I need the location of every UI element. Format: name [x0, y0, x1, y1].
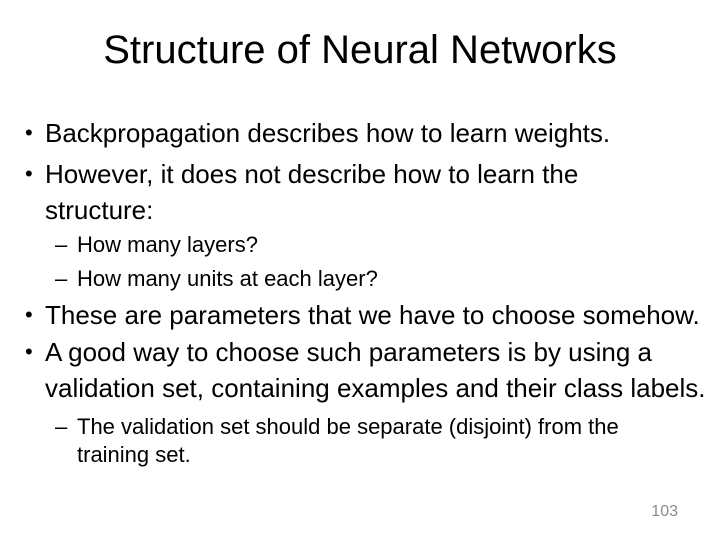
bullet-item: • These are parameters that we have to c…	[0, 297, 720, 333]
sub-bullet-item: – The validation set should be separate …	[0, 413, 720, 469]
bullet-dot-icon: •	[25, 339, 33, 364]
bullet-line: These are parameters that we have to cho…	[45, 300, 700, 330]
bullet-dot-icon: •	[25, 161, 33, 186]
sub-bullet-item: – How many layers?	[0, 230, 720, 260]
bullet-line: The validation set should be separate (d…	[77, 414, 619, 439]
bullet-line: However, it does not describe how to lea…	[45, 159, 579, 189]
bullet-line: How many units at each layer?	[77, 266, 378, 291]
bullet-line: How many layers?	[77, 232, 258, 257]
bullet-dash-icon: –	[55, 232, 68, 257]
bullet-line: validation set, containing examples and …	[45, 373, 706, 403]
sub-bullet-item: – How many units at each layer?	[0, 264, 720, 294]
bullet-item: • Backpropagation describes how to learn…	[0, 115, 720, 151]
bullet-dot-icon: •	[25, 120, 33, 145]
bullet-item: • However, it does not describe how to l…	[0, 156, 720, 228]
page-number: 103	[651, 503, 678, 520]
bullet-line: structure:	[45, 195, 154, 225]
bullet-dash-icon: –	[55, 414, 68, 439]
bullet-item: • A good way to choose such parameters i…	[0, 334, 720, 406]
bullet-line: A good way to choose such parameters is …	[45, 337, 653, 367]
bullet-dash-icon: –	[55, 266, 68, 291]
bullet-dot-icon: •	[25, 302, 33, 327]
bullet-line: Backpropagation describes how to learn w…	[45, 118, 611, 148]
slide-title: Structure of Neural Networks	[103, 28, 617, 72]
bullet-line: training set.	[77, 442, 191, 467]
bullet-list: • Backpropagation describes how to learn…	[0, 115, 720, 469]
